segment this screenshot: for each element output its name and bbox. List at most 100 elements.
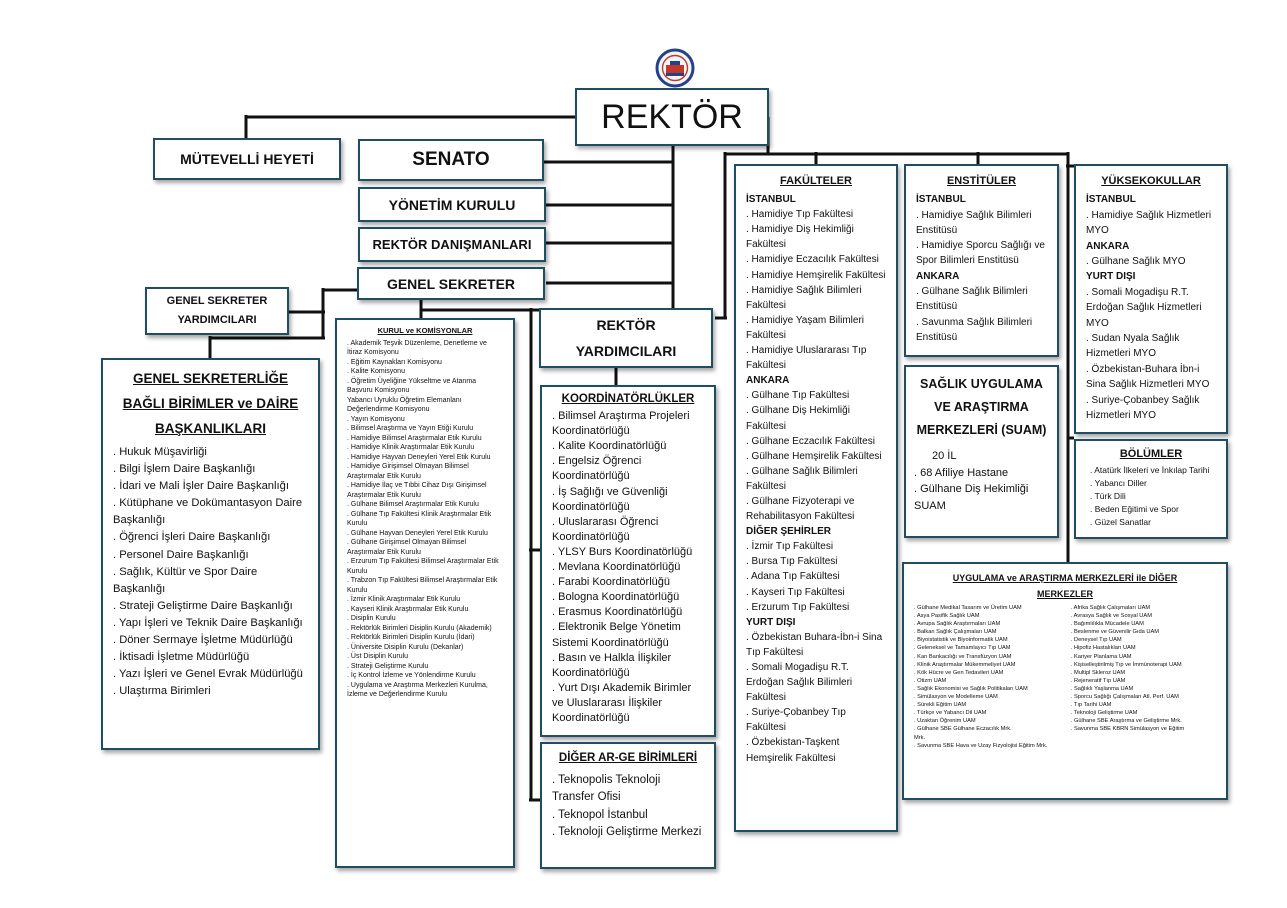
rektor-box: REKTÖR <box>575 88 769 146</box>
uam-title-line: UYGULAMA ve ARAŞTIRMA MERKEZLERİ ile DİĞ… <box>952 573 1178 583</box>
gs-birimler-title-line: BAĞLI BİRİMLER ve DAİRE <box>122 396 299 411</box>
list-item: . Üniversite Disiplin Kurulu (Dekanlar) <box>347 643 464 651</box>
kurul-list: . Akademik Teşvik Düzenleme, Denetleme v… <box>347 339 503 700</box>
list-item: . Hamidiye İlaç ve Tıbbi Cihaz Dışı Giri… <box>347 482 487 499</box>
koordinatorlukler-box: KOORDİNATÖRLÜKLER . Bilimsel Araştırma P… <box>540 385 716 737</box>
list-item: . Uluslararası Öğrenci Koordinatörlüğü <box>552 515 659 543</box>
mutevelli-heyeti-box: MÜTEVELLİ HEYETİ <box>153 138 341 180</box>
yuksekokullar-list: İSTANBUL. Hamidiye Sağlık Hizmetleri MYO… <box>1086 192 1216 423</box>
list-item: . İktisadi İşletme Müdürlüğü <box>113 651 250 664</box>
list-item: . Afrika Sağlık Çalışmaları UAM <box>1070 605 1151 611</box>
list-item: . Teknoloji Geliştirme UAM <box>1070 710 1138 717</box>
suam-title-line: SAĞLIK UYGULAMA <box>920 377 1043 391</box>
list-item: . Teknopol İstanbul <box>552 808 648 821</box>
yuksekokullar-box: YÜKSEKOKULLAR İSTANBUL. Hamidiye Sağlık … <box>1074 164 1228 434</box>
genel-sekreterlik-birimler-box: GENEL SEKRETERLİĞE BAĞLI BİRİMLER ve DAİ… <box>101 358 320 750</box>
list-item: . 68 Afiliye Hastane <box>914 466 1009 479</box>
list-item: . Otizm UAM <box>914 677 947 684</box>
list-item: . Suriye-Çobanbey Sağlık Hizmetleri MYO <box>1086 394 1200 422</box>
list-item: 20 İL <box>932 450 957 462</box>
list-item: . YLSY Burs Koordinatörlüğü <box>552 545 693 558</box>
list-item: . Hamidiye Uluslararası Tıp Fakültesi <box>746 345 867 372</box>
list-item: . Gülhane Sağlık Bilimleri Enstitüsü <box>916 286 1028 313</box>
list-item: . Hamidiye Sporcu Sağlığı ve Spor Biliml… <box>916 240 1045 267</box>
list-item: . Uygulama ve Araştırma Merkezleri Kurul… <box>347 681 488 699</box>
list-item: . Döner Sermaye İşletme Müdürlüğü <box>113 634 293 647</box>
list-item: . İş Sağlığı ve Güvenliği Koordinatörlüğ… <box>552 485 668 513</box>
uam-columns: . Gülhane Medikal Tasarım ve Üretim UAM.… <box>914 604 1216 750</box>
mutevelli-heyeti-label: MÜTEVELLİ HEYETİ <box>180 151 314 167</box>
list-item: . Özbekistan-Taşkent Hemşirelik Fakültes… <box>746 737 840 764</box>
list-item: . Adana Tıp Fakültesi <box>746 571 840 583</box>
koordinator-title: KOORDİNATÖRLÜKLER <box>561 393 695 405</box>
section-heading: ANKARA <box>916 270 960 282</box>
section-heading: İSTANBUL <box>1086 194 1136 206</box>
arge-list: . Teknopolis Teknoloji Transfer Ofisi. T… <box>552 772 704 842</box>
list-item: . Sudan Nyala Sağlık Hizmetleri MYO <box>1086 333 1180 360</box>
list-item: . İç Kontrol İzleme ve Yönlendirme Kurul… <box>347 672 476 679</box>
list-item: . Kütüphane ve Dokümantasyon Daire Başka… <box>113 497 303 527</box>
list-item: . Bilimsel Araştırma ve Yayın Etiği Kuru… <box>347 425 474 432</box>
list-item: . Gülhane Tıp Fakültesi Klinik Araştırma… <box>347 510 492 528</box>
list-item: . Türkçe ve Yabancı Dil UAM <box>914 710 987 717</box>
list-item: . Avrupa Sağlık Araştırmaları UAM <box>914 621 1001 628</box>
kurul-komisyonlar-box: KURUL ve KOMİSYONLAR . Akademik Teşvik D… <box>335 318 515 868</box>
gs-birimler-title: GENEL SEKRETERLİĞE BAĞLI BİRİMLER ve DAİ… <box>113 366 308 441</box>
enstituler-box: ENSTİTÜLER İSTANBUL. Hamidiye Sağlık Bil… <box>904 164 1059 357</box>
list-item: . Kök Hücre ve Gen Tedavileri UAM <box>914 669 1004 676</box>
list-item: . Bilimsel Araştırma Projeleri Koordinat… <box>552 410 690 438</box>
rektor-yardimci-line: YARDIMCILARI <box>575 343 677 359</box>
enstituler-list: İSTANBUL. Hamidiye Sağlık Bilimleri Enst… <box>916 192 1047 345</box>
list-item: . Hamidiye Sağlık Bilimleri Fakültesi <box>746 284 862 311</box>
yonetim-kurulu-box: YÖNETİM KURULU <box>358 187 546 222</box>
list-item: . Gülhane Sağlık Bilimleri Fakültesi <box>746 465 858 492</box>
list-item: . Somali Mogadişu R.T. Erdoğan Sağlık Bi… <box>746 662 853 704</box>
gs-birimler-list: . Hukuk Müşavirliği. Bilgi İşlem Daire B… <box>113 444 308 700</box>
list-item: . Trabzon Tıp Fakültesi Bilimsel Araştır… <box>347 577 498 594</box>
uam-list-right: . Afrika Sağlık Çalışmaları UAM. Avrasya… <box>1071 604 1216 750</box>
list-item: . Yayın Komisyonu <box>347 415 405 423</box>
uam-list-left: . Gülhane Medikal Tasarım ve Üretim UAM.… <box>914 604 1071 750</box>
list-item: . Sağlıklı Yaşlanma UAM <box>1070 685 1134 692</box>
list-item: . Yazı İşleri ve Genel Evrak Müdürlüğü <box>113 668 303 681</box>
list-item: . Gülhane Bilimsel Araştırmalar Etik Kur… <box>347 501 479 508</box>
list-item: . Hamidiye Klinik Araştırmalar Etik Kuru… <box>347 444 475 451</box>
list-item: . Sporcu Sağlığı Çalışmaları Atl. Perf. … <box>1070 694 1179 701</box>
list-item: . Savunma Sağlık Bilimleri Enstitüsü <box>916 316 1033 343</box>
list-item: . Elektronik Belge Yönetim Sistemi Koord… <box>552 621 681 649</box>
uygulama-arastirma-merkezleri-box: UYGULAMA ve ARAŞTIRMA MERKEZLERİ ile DİĞ… <box>902 562 1228 800</box>
list-item: . Kalite Komisyonu <box>347 368 405 375</box>
list-item: . Gülhane Diş Hekimliği SUAM <box>914 483 1029 512</box>
list-item: . Hipofiz Hastalıkları UAM <box>1070 645 1136 652</box>
list-item: . Erzurum Tıp Fakültesi <box>746 601 850 613</box>
list-item: . Engelsiz Öğrenci Koordinatörlüğü <box>552 455 642 483</box>
list-item: . Klinik Araştırmalar Mükemmeliyet UAM <box>914 661 1016 668</box>
list-item: . İzmir Klinik Araştırmalar Etik Kurulu <box>347 596 461 603</box>
list-item: . Teknoloji Geliştirme Merkezi <box>552 826 702 838</box>
list-item: . Rektörlük Birimleri Disiplin Kurulu (A… <box>347 624 492 632</box>
kurul-title: KURUL ve KOMİSYONLAR <box>377 326 473 335</box>
list-item: . Bağımlılıkla Mücadele UAM <box>1070 621 1144 628</box>
rektor-label: REKTÖR <box>601 97 743 136</box>
senato-box: SENATO <box>358 139 544 181</box>
yonetim-kurulu-label: YÖNETİM KURULU <box>388 196 516 213</box>
list-item: . Kariyer Planlama UAM <box>1070 653 1132 660</box>
list-item: . Biyoistatistik ve Biyoinformatik UAM <box>914 637 1008 644</box>
list-item: . Beslenme ve Güvenilir Gıda UAM <box>1070 629 1160 636</box>
list-item: . Disiplin Kurulu <box>347 615 396 622</box>
yuksekokullar-title: YÜKSEKOKULLAR <box>1101 175 1201 187</box>
list-item: . Somali Mogadişu R.T. Erdoğan Sağlık Hi… <box>1086 286 1202 329</box>
list-item: . Hamidiye Diş Hekimliği Fakültesi <box>746 224 854 251</box>
list-item: . İzmir Tıp Fakültesi <box>746 541 834 553</box>
suam-title-line: VE ARAŞTIRMA <box>934 400 1029 414</box>
fakulteler-list: İSTANBUL. Hamidiye Tıp Fakültesi. Hamidi… <box>746 192 886 766</box>
gs-yardimci-line: YARDIMCILARI <box>177 314 257 326</box>
list-item: . Bursa Tıp Fakültesi <box>746 556 838 568</box>
koordinator-list: . Bilimsel Araştırma Projeleri Koordinat… <box>552 409 704 726</box>
list-item: . Yurt Dışı Akademik Birimler ve Uluslar… <box>552 681 692 724</box>
list-item: . Hamidiye Bilimsel Araştırmalar Etik Ku… <box>347 434 482 442</box>
list-item: . Hamidiye Sağlık Bilimleri Enstitüsü <box>916 209 1032 236</box>
list-item: . Özbekistan Buhara-İbn-i Sina Tıp Fakül… <box>746 631 883 658</box>
suam-box: SAĞLIK UYGULAMA VE ARAŞTIRMA MERKEZLERİ … <box>904 365 1059 538</box>
list-item: . Gülhane Girişimsel Olmayan Bilimsel Ar… <box>347 539 467 556</box>
